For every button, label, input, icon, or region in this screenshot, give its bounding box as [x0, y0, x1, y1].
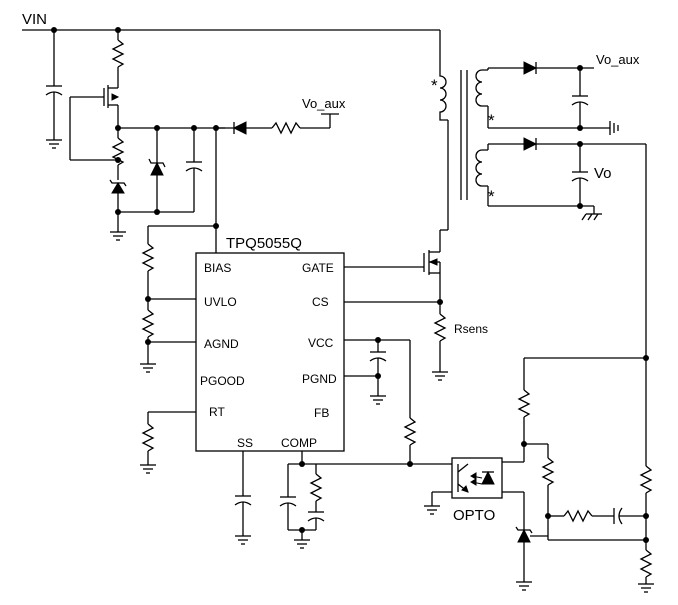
- pin-cs: CS: [312, 295, 329, 309]
- vin-label: VIN: [22, 11, 47, 28]
- shunt-regulator: [515, 492, 649, 591]
- current-sense: [344, 299, 448, 381]
- ss-capacitor: [234, 451, 252, 545]
- gate-resistor: [111, 128, 125, 180]
- ic-name: TPQ5055Q: [226, 235, 302, 252]
- pin-comp: COMP: [281, 436, 317, 450]
- pin-vcc: VCC: [308, 336, 334, 350]
- vo-label: Vo: [594, 165, 612, 182]
- comp-network: [279, 451, 410, 549]
- rt-resistor: [140, 411, 196, 474]
- opto-led-resistor: [502, 358, 555, 519]
- output-divider: [638, 465, 654, 593]
- aux-winding: [475, 67, 610, 129]
- pin-agnd: AGND: [204, 337, 239, 351]
- pin-uvlo: UVLO: [204, 295, 237, 309]
- feedback-compensation: [548, 507, 649, 525]
- aux-bias-node: [115, 125, 225, 131]
- aux-ground: [609, 121, 619, 135]
- vin-rail: [22, 27, 441, 70]
- clamp-return: [118, 209, 194, 215]
- uvlo-divider: [140, 223, 219, 373]
- optocoupler: [424, 457, 524, 515]
- main-dot-marker: *: [488, 187, 495, 206]
- pin-pgnd: PGND: [302, 372, 337, 386]
- opto-label: OPTO: [453, 507, 495, 524]
- pin-fb: FB: [314, 406, 329, 420]
- input-capacitor: [45, 30, 63, 149]
- primary-dot-marker: *: [431, 76, 438, 95]
- main-diode: [523, 137, 646, 209]
- zener-startup: [109, 179, 127, 232]
- vcc-network: [344, 337, 452, 467]
- transformer-primary: [439, 70, 448, 121]
- pin-rt: RT: [209, 405, 225, 419]
- clamp-capacitor: [185, 128, 203, 212]
- transformer-core: [460, 70, 468, 200]
- pin-gate: GATE: [302, 261, 334, 275]
- vo-aux-feed: [216, 113, 339, 135]
- clamp-zener: [148, 128, 166, 212]
- vo-feedback-rail: [524, 144, 649, 466]
- main-ground: [581, 206, 602, 221]
- pin-bias: BIAS: [204, 261, 231, 275]
- main-winding: [475, 143, 594, 207]
- startup-resistor: [111, 30, 125, 85]
- ground-startup: [110, 231, 126, 241]
- primary-mosfet: [344, 120, 449, 302]
- startup-mosfet: [69, 85, 120, 161]
- aux-diode: [523, 61, 594, 131]
- pin-pgood: PGOOD: [200, 374, 245, 388]
- ic-body: [195, 252, 345, 452]
- vo-aux-top-label: Vo_aux: [596, 52, 640, 67]
- rsens-label: Rsens: [454, 322, 488, 336]
- aux-dot-marker: *: [488, 111, 495, 130]
- pin-ss: SS: [237, 436, 253, 450]
- vo-aux-left-label: Vo_aux: [302, 96, 346, 111]
